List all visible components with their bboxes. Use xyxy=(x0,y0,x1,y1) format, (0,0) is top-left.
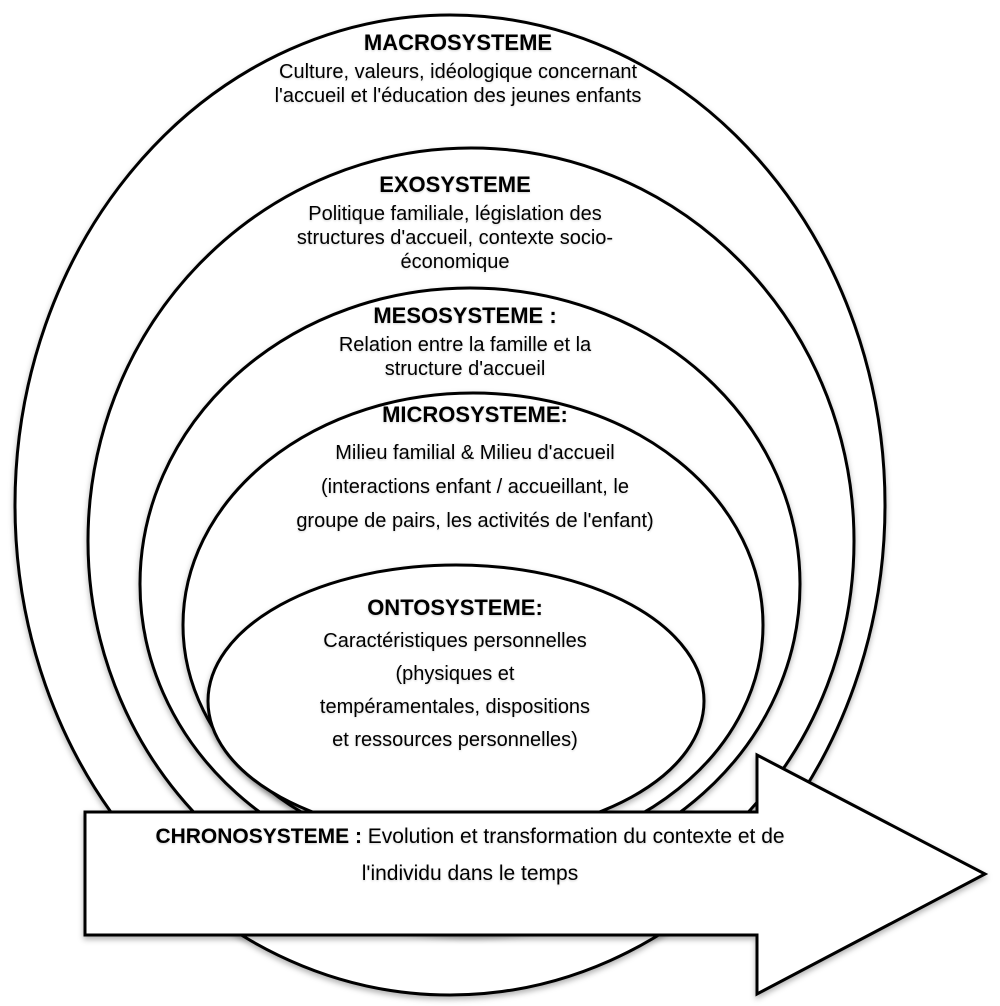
chronosysteme-label: CHRONOSYSTEME : Evolution et transformat… xyxy=(90,818,850,892)
macrosysteme-title: MACROSYSTEME xyxy=(363,30,553,55)
exosysteme-line: économique xyxy=(400,251,510,273)
mesosysteme-label: MESOSYSTEME : Relation entre la famille … xyxy=(280,303,650,381)
microsysteme-label: MICROSYSTEME: Milieu familial & Milieu d… xyxy=(240,402,710,538)
exosysteme-title: EXOSYSTEME xyxy=(379,172,531,197)
macrosysteme-label: MACROSYSTEME Culture, valeurs, idéologiq… xyxy=(178,30,738,108)
exosysteme-line: structures d'accueil, contexte socio- xyxy=(296,227,614,249)
chronosysteme-arrow xyxy=(83,752,989,997)
ontosysteme-line: (physiques et xyxy=(395,663,515,685)
microsysteme-line: Milieu familial & Milieu d'accueil xyxy=(335,442,615,464)
microsysteme-line: (interactions enfant / accueillant, le xyxy=(321,476,629,498)
ontosysteme-line: et ressources personnelles) xyxy=(332,729,578,751)
ontosysteme-label: ONTOSYSTEME: Caractéristiques personnell… xyxy=(255,595,655,757)
microsysteme-line: groupe de pairs, les activités de l'enfa… xyxy=(296,510,654,532)
mesosysteme-title: MESOSYSTEME : xyxy=(373,303,557,328)
ontosysteme-title: ONTOSYSTEME: xyxy=(367,595,543,620)
chronosysteme-line2: l'individu dans le temps xyxy=(361,862,579,885)
macrosysteme-line: l'accueil et l'éducation des jeunes enfa… xyxy=(274,85,642,107)
chronosysteme-line1: CHRONOSYSTEME : Evolution et transformat… xyxy=(90,818,850,855)
ontosysteme-line: tempéramentales, dispositions xyxy=(319,696,591,718)
mesosysteme-line: Relation entre la famille et la xyxy=(338,334,592,356)
ontosysteme-line: Caractéristiques personnelles xyxy=(323,630,587,652)
exosysteme-label: EXOSYSTEME Politique familiale, législat… xyxy=(245,172,665,274)
macrosysteme-line: Culture, valeurs, idéologique concernant xyxy=(279,61,637,83)
chronosysteme-title: CHRONOSYSTEME : xyxy=(155,825,362,848)
chronosysteme-text: Evolution et transformation du contexte … xyxy=(367,825,785,848)
mesosysteme-line: structure d'accueil xyxy=(384,358,546,380)
exosysteme-line: Politique familiale, législation des xyxy=(308,203,602,225)
microsysteme-title: MICROSYSTEME: xyxy=(382,402,568,427)
